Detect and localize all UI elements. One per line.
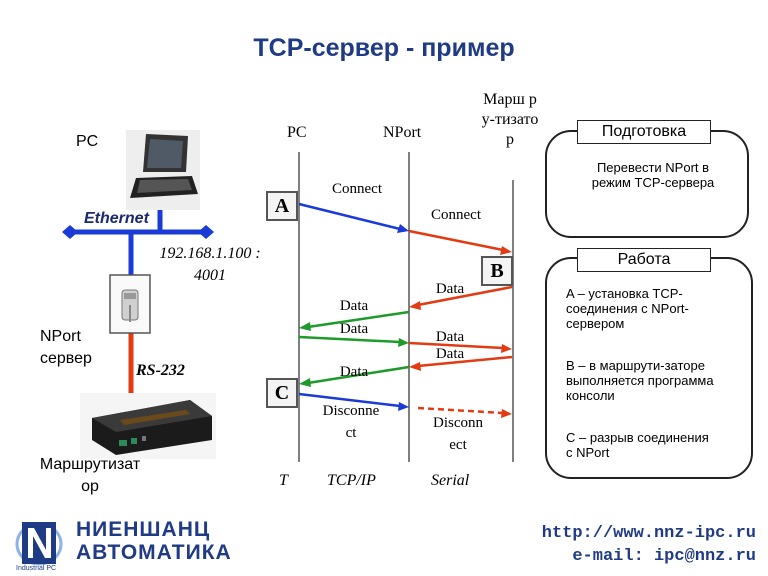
logo-line2: АВТОМАТИКА xyxy=(76,541,232,564)
work-panel-title: Работа xyxy=(577,248,711,272)
nport-server-label: NPort сервер xyxy=(40,328,92,367)
prep-panel-text: Перевести NPort в режим TCP-сервера xyxy=(591,160,715,190)
msg-connect-1: Connect xyxy=(332,181,382,197)
logo-small-text: Industrial PC xyxy=(16,565,57,572)
prep-panel-title: Подготовка xyxy=(577,120,711,144)
work-panel-a: A – установка TCP-соединения с NPort-сер… xyxy=(566,286,689,331)
ethernet-left-end xyxy=(62,225,78,239)
company-logo-icon xyxy=(15,522,63,566)
ethernet-right-end xyxy=(198,225,214,239)
prep-panel xyxy=(545,130,749,238)
bottom-serial-label: Serial xyxy=(431,472,470,489)
arrow-data-router-2 xyxy=(417,355,513,368)
msg-data-1: Data xyxy=(435,281,465,297)
rs232-label: RS-232 xyxy=(136,362,185,379)
msg-data-3: Data xyxy=(339,321,369,337)
bottom-tcpip-label: TCP/IP xyxy=(327,472,376,489)
arrow-disconnect-pc xyxy=(298,392,401,408)
bottom-t-label: T xyxy=(279,472,288,489)
work-panel-c: C – разрыв соединения с NPort xyxy=(566,430,709,460)
arrow-data-pc xyxy=(298,335,401,344)
pc-label: PC xyxy=(76,133,99,150)
msg-data-5: Data xyxy=(435,346,465,362)
router-icon xyxy=(80,393,216,459)
arrow-data-nport-2 xyxy=(408,341,504,350)
msg-connect-2: Connect xyxy=(431,207,481,223)
column-pc-label: PC xyxy=(287,124,307,141)
marker-c: C xyxy=(266,378,298,408)
msg-disconnect-1: Disconnect xyxy=(322,403,380,441)
msg-data-6: Data xyxy=(339,364,369,380)
arrow-data-router-1 xyxy=(417,285,513,307)
laptop-icon xyxy=(126,130,200,210)
msg-data-4: Data xyxy=(435,329,465,345)
logo-line1: НИЕНШАНЦ xyxy=(76,518,211,541)
arrow-connect-nport xyxy=(408,229,504,252)
msg-data-2: Data xyxy=(339,298,369,314)
column-nport-label: NPort xyxy=(383,124,422,141)
msg-disconnect-2: Disconnect xyxy=(433,415,483,453)
page-title: TCP-сервер - пример xyxy=(253,34,515,62)
arrow-connect-pc xyxy=(298,202,401,231)
ethernet-label: Ethernet xyxy=(83,210,150,228)
ip-address-label: 192.168.1.100 : 4001 xyxy=(159,245,261,284)
footer-url-link[interactable]: http://www.nnz-ipc.ru xyxy=(541,524,756,543)
marker-b: B xyxy=(481,256,513,286)
arrow-disconnect-nport xyxy=(417,406,504,415)
footer-email-link[interactable]: e-mail: ipc@nnz.ru xyxy=(572,547,756,566)
router-label: Маршрутизатор xyxy=(39,456,141,495)
column-router-label: Марш ру-тизато р xyxy=(481,91,539,148)
marker-a: A xyxy=(266,191,298,221)
work-panel-b: B – в маршрути-заторе выполняется програ… xyxy=(566,358,714,403)
arrow-data-nport-3 xyxy=(307,365,410,385)
arrow-data-nport-1 xyxy=(307,310,410,329)
nport-device-icon xyxy=(109,274,151,334)
